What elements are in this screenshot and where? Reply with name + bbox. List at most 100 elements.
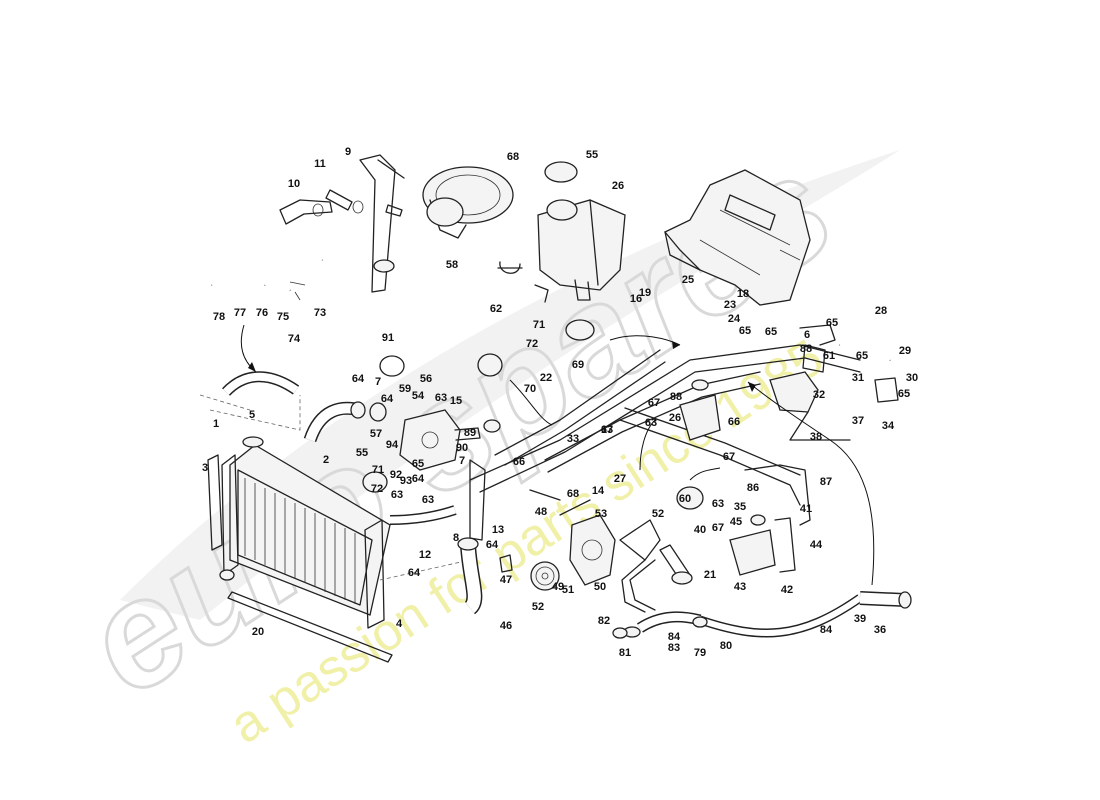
radiator-top-hose — [222, 371, 300, 396]
callout-label: 88 — [670, 391, 682, 403]
callout-label: 72 — [526, 338, 538, 350]
callout-label: 81 — [619, 647, 631, 659]
callout-label: 90 — [456, 442, 468, 454]
callout-label: 63 — [645, 417, 657, 429]
callout-label: 79 — [694, 647, 706, 659]
callout-label: 55 — [586, 149, 598, 161]
callout-label: 92 — [390, 469, 402, 481]
callout-label: 84 — [668, 631, 681, 643]
callout-label: 1 — [213, 418, 219, 430]
pump-housing — [303, 355, 501, 471]
callout-label: 32 — [813, 389, 825, 401]
callout-label: 20 — [252, 626, 264, 638]
callout-label: 65 — [826, 317, 838, 329]
callout-label: 16 — [630, 293, 642, 305]
callout-label: 36 — [874, 624, 886, 636]
callout-label: 57 — [370, 428, 382, 440]
callout-label: 18 — [737, 288, 749, 300]
callout-label: 67 — [712, 522, 724, 534]
callout-label: 73 — [314, 307, 326, 319]
heater-valve-assembly — [769, 324, 899, 441]
callout-label: 86 — [747, 482, 759, 494]
callout-label: 25 — [682, 274, 694, 286]
callout-label: 76 — [256, 307, 268, 319]
callout-label: 88 — [800, 343, 812, 355]
callout-label: 74 — [288, 333, 301, 345]
callout-label: 63 — [601, 424, 613, 436]
callout-label: 43 — [734, 581, 746, 593]
callout-label: 22 — [540, 372, 552, 384]
callout-label: 65 — [765, 326, 777, 338]
callout-label: 7 — [375, 376, 381, 388]
callout-label: 34 — [882, 420, 895, 432]
callout-label: 56 — [420, 373, 432, 385]
callout-label: 63 — [422, 494, 434, 506]
callout-label: 5 — [249, 409, 255, 421]
callout-label: 48 — [535, 506, 547, 518]
callout-label: 50 — [594, 581, 606, 593]
callout-label: 65 — [898, 388, 910, 400]
callout-label: 59 — [399, 383, 411, 395]
callout-label: 10 — [288, 178, 300, 190]
callout-label: 2 — [323, 454, 329, 466]
callout-label: 53 — [595, 508, 607, 520]
callout-label: 84 — [820, 624, 833, 636]
callout-label: 49 — [552, 581, 564, 593]
thermostat-housing — [422, 166, 514, 239]
callout-label: 17 — [601, 424, 613, 436]
callout-label: 44 — [810, 539, 823, 551]
callout-label: 11 — [314, 158, 326, 170]
callout-label: 4 — [396, 618, 403, 630]
callout-label: 63 — [712, 498, 724, 510]
callout-label: 63 — [391, 489, 403, 501]
callout-label: 60 — [679, 493, 691, 505]
callout-label: 64 — [408, 567, 421, 579]
callout-label: 83 — [668, 642, 680, 654]
callout-label: 51 — [562, 584, 574, 596]
callout-label: 47 — [500, 574, 512, 586]
callout-label: 33 — [567, 433, 579, 445]
hose-clamps — [362, 319, 704, 639]
callout-label: 52 — [532, 601, 544, 613]
callout-label: 30 — [906, 372, 918, 384]
callout-label: 19 — [639, 287, 651, 299]
callout-label: 38 — [810, 431, 822, 443]
radiator — [199, 394, 471, 663]
callout-label: 12 — [419, 549, 431, 561]
heater-unit — [663, 169, 811, 306]
callout-label: 14 — [592, 485, 605, 497]
water-pump — [529, 489, 616, 591]
upper-radiator-hoses — [209, 252, 324, 373]
expansion-tank — [497, 161, 626, 303]
callout-label: 78 — [213, 311, 225, 323]
callout-label: 40 — [694, 524, 706, 536]
callout-label: 91 — [382, 332, 394, 344]
callout-label: 71 — [533, 319, 545, 331]
callout-label: 46 — [500, 620, 512, 632]
callout-label: 21 — [704, 569, 716, 581]
callout-label: 45 — [730, 516, 742, 528]
callout-label: 63 — [435, 392, 447, 404]
callout-label: 68 — [567, 488, 579, 500]
callout-label: 39 — [854, 613, 866, 625]
callout-label: 15 — [450, 395, 462, 407]
callout-label: 77 — [234, 307, 246, 319]
callout-label: 28 — [875, 305, 887, 317]
bracket-assembly — [729, 514, 796, 576]
lower-hoses — [389, 459, 513, 615]
oil-cooler — [619, 519, 693, 613]
small-reservoir — [679, 379, 721, 441]
callout-label: 67 — [648, 397, 660, 409]
callout-label: 24 — [728, 313, 741, 325]
callout-label: 7 — [459, 455, 465, 467]
callout-label: 80 — [720, 640, 732, 652]
callout-label: 23 — [724, 299, 736, 311]
callout-label: 29 — [899, 345, 911, 357]
callout-label: 89 — [464, 427, 476, 439]
callout-label: 72 — [371, 483, 383, 495]
callout-label: 6 — [804, 329, 810, 341]
callout-label: 41 — [800, 503, 812, 515]
